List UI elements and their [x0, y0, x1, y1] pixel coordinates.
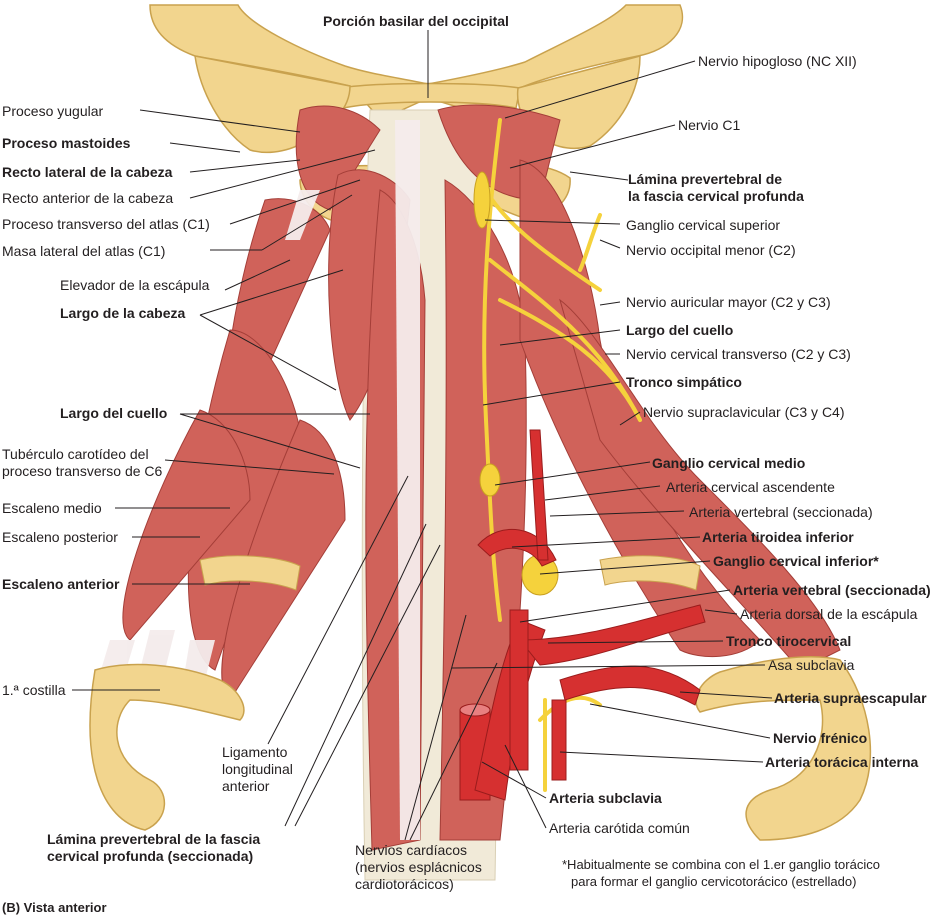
label-proceso-yugular: Proceso yugular [2, 103, 104, 119]
label-ganglio-superior: Ganglio cervical superior [626, 217, 781, 233]
label-largo-cuello-left: Largo del cuello [60, 405, 168, 421]
label-frenico: Nervio frénico [773, 730, 868, 746]
label-vertebral-2: Arteria vertebral (seccionada) [733, 582, 931, 598]
label-escaleno-medio: Escaleno medio [2, 500, 102, 516]
label-recto-lateral: Recto lateral de la cabeza [2, 164, 173, 180]
label-proceso-mastoides: Proceso mastoides [2, 135, 131, 151]
label-cervical-ascendente: Arteria cervical ascendente [666, 479, 835, 495]
label-vertebral-1: Arteria vertebral (seccionada) [689, 504, 873, 520]
label-lamina-2: la fascia cervical profunda [628, 188, 804, 204]
label-cervical-transverso: Nervio cervical transverso (C2 y C3) [626, 346, 851, 362]
label-tirocervical: Tronco tirocervical [726, 633, 852, 649]
label-auricular-mayor: Nervio auricular mayor (C2 y C3) [626, 294, 831, 310]
label-hipogloso: Nervio hipogloso (NC XII) [698, 53, 857, 69]
label-masa-lateral-atlas: Masa lateral del atlas (C1) [2, 243, 166, 259]
label-supraescapular: Arteria supraescapular [774, 690, 927, 706]
label-escaleno-anterior: Escaleno anterior [2, 576, 120, 592]
label-tuberculo-2: proceso transverso de C6 [2, 463, 163, 479]
first-rib-left [89, 663, 245, 831]
label-toracica-interna: Arteria torácica interna [765, 754, 919, 770]
muscles-left [122, 105, 426, 851]
label-lamina-secc-1: Lámina prevertebral de la fascia [47, 831, 261, 847]
label-elevador-escapula: Elevador de la escápula [60, 277, 210, 293]
label-asa-subclavia: Asa subclavia [768, 657, 855, 673]
label-lamina-secc-2: cervical profunda (seccionada) [47, 848, 254, 864]
rib-segments [199, 555, 701, 591]
leader-lines [72, 30, 773, 841]
footnote-line-2: para formar el ganglio cervicotorácico (… [571, 874, 857, 889]
label-cardiacos-3: cardiotorácicos) [355, 876, 454, 892]
label-escaleno-posterior: Escaleno posterior [2, 529, 118, 545]
label-ganglio-inferior: Ganglio cervical inferior* [713, 553, 879, 569]
occipital-basilar [339, 82, 521, 109]
label-recto-anterior: Recto anterior de la cabeza [2, 190, 174, 206]
footnote-line-1: *Habitualmente se combina con el 1.er ga… [562, 857, 880, 872]
label-largo-cabeza: Largo de la cabeza [60, 305, 186, 321]
label-dorsal-escapula: Arteria dorsal de la escápula [740, 606, 918, 622]
label-tiroidea-inferior: Arteria tiroidea inferior [702, 529, 854, 545]
label-porcion-basilar: Porción basilar del occipital [323, 13, 509, 29]
label-tronco-simpatico: Tronco simpático [626, 374, 742, 390]
label-cardiacos-1: Nervios cardíacos [355, 842, 468, 858]
label-occipital-menor: Nervio occipital menor (C2) [626, 242, 796, 258]
label-ligamento-3: anterior [222, 778, 270, 794]
label-cardiacos-2: (nervios esplácnicos [355, 859, 482, 875]
ganglia [473, 171, 559, 596]
label-subclavia: Arteria subclavia [549, 790, 662, 806]
label-lamina-1: Lámina prevertebral de [628, 171, 783, 187]
artery-cut [459, 703, 491, 717]
label-costilla: 1.ª costilla [2, 682, 66, 698]
label-proceso-transverso-atlas: Proceso transverso del atlas (C1) [2, 216, 210, 232]
label-ganglio-medio: Ganglio cervical medio [652, 455, 806, 471]
label-ligamento-1: Ligamento [222, 744, 288, 760]
first-rib-right [695, 656, 872, 841]
label-supraclavicular: Nervio supraclavicular (C3 y C4) [643, 404, 845, 420]
label-nervio-c1: Nervio C1 [678, 117, 741, 133]
label-carotida: Arteria carótida común [549, 820, 690, 836]
figure-caption: (B) Vista anterior [2, 900, 107, 915]
label-ligamento-2: longitudinal [222, 761, 293, 777]
label-tuberculo-1: Tubérculo carotídeo del [2, 446, 149, 462]
label-largo-cuello-right: Largo del cuello [626, 322, 734, 338]
arteries [459, 429, 706, 801]
